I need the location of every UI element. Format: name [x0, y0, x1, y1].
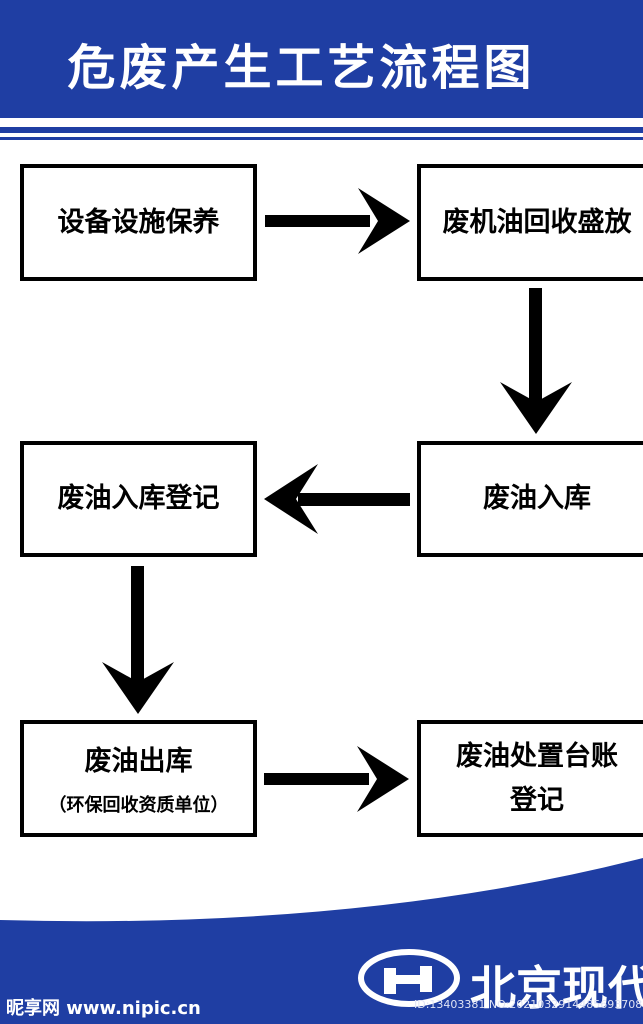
- step-waste-oil-storage: 废油入库: [417, 441, 643, 557]
- step-storage-registration: 废油入库登记: [20, 441, 257, 557]
- page-title: 危废产生工艺流程图: [67, 40, 536, 96]
- arrow-right-1: [265, 188, 410, 254]
- step-waste-oil-collection: 废机油回收盛放: [417, 164, 643, 281]
- step-label-line2: 登记: [510, 784, 564, 816]
- step-label: 废机油回收盛放: [442, 206, 632, 238]
- header-divider-thin: [0, 137, 643, 140]
- step-equipment-maintenance: 设备设施保养: [20, 164, 257, 281]
- header-banner: [0, 0, 643, 118]
- arrow-down-2: [102, 566, 174, 714]
- arrow-down-1: [500, 288, 572, 434]
- step-label: 设备设施保养: [57, 206, 220, 238]
- step-sublabel: （环保回收资质单位）: [48, 795, 229, 817]
- arrow-left-1: [264, 464, 410, 534]
- hyundai-logo: [358, 949, 460, 1007]
- arrow-right-2: [264, 746, 409, 812]
- watermark-site: 昵享网 www.nipic.cn: [6, 998, 201, 1019]
- brand-name: 北京现代: [470, 961, 643, 1015]
- step-label: 废油入库登记: [57, 483, 220, 515]
- header-divider: [0, 127, 643, 133]
- step-label: 废油处置台账: [456, 741, 618, 773]
- step-disposal-ledger: 废油处置台账 登记: [417, 720, 643, 837]
- step-label: 废油出库: [84, 745, 193, 777]
- step-label: 废油入库: [483, 483, 591, 515]
- watermark-id: ID:13403381 NO:20210329144856937082: [414, 998, 643, 1011]
- step-waste-oil-outbound: 废油出库 （环保回收资质单位）: [20, 720, 257, 837]
